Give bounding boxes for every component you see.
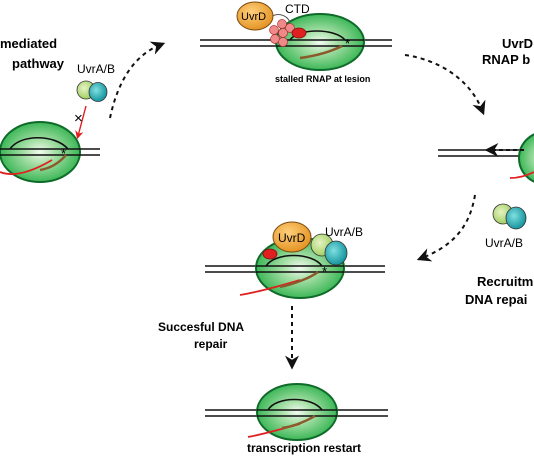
blocked-red-arrow [75, 105, 87, 140]
arrow-step1 [109, 41, 166, 119]
uvrab-complex-mid [310, 233, 348, 266]
rnap-top: * [200, 13, 392, 71]
arrow-step2 [404, 54, 486, 116]
restart-label: transcription restart [247, 441, 361, 455]
pathway-title-line1: mediated [0, 36, 57, 51]
uvrab-label-right: UvrA/B [485, 236, 523, 250]
red-domain-top [291, 27, 307, 39]
rnap-right [438, 133, 534, 183]
rnap-bottom [205, 383, 388, 441]
lesion-star-left: * [61, 146, 66, 161]
recruit-line1: Recruitm [477, 274, 533, 289]
right-title-line2: RNAP b [482, 52, 530, 67]
lesion-star-mid: * [322, 264, 327, 279]
right-title-line1: UvrD [502, 36, 533, 51]
block-x-icon: × [74, 110, 83, 127]
success-line1: Succesful DNA [158, 320, 244, 334]
uvrab-label-mid: UvrA/B [325, 225, 363, 239]
uvrab-label-top: UvrA/B [77, 62, 115, 76]
uvrd-label-mid: UvrD [278, 231, 306, 245]
uvrd-label-top: UvrD [241, 11, 266, 23]
uvrab-complex-right [492, 203, 527, 230]
stalled-label: stalled RNAP at lesion [275, 74, 370, 84]
success-line2: repair [194, 337, 228, 351]
rnap-left: * [0, 121, 100, 183]
recruit-line2: DNA repai [465, 292, 527, 307]
lesion-star-top: * [345, 36, 350, 51]
ctd-label: CTD [285, 2, 310, 16]
uvrd-mid [272, 221, 312, 253]
ctd-domain [269, 14, 295, 47]
uvrab-complex-top [76, 80, 108, 102]
pathway-title-line2: pathway [12, 56, 65, 71]
red-domain-mid [262, 248, 278, 260]
uvrd-top [236, 1, 274, 31]
arrow-step3 [416, 194, 476, 262]
